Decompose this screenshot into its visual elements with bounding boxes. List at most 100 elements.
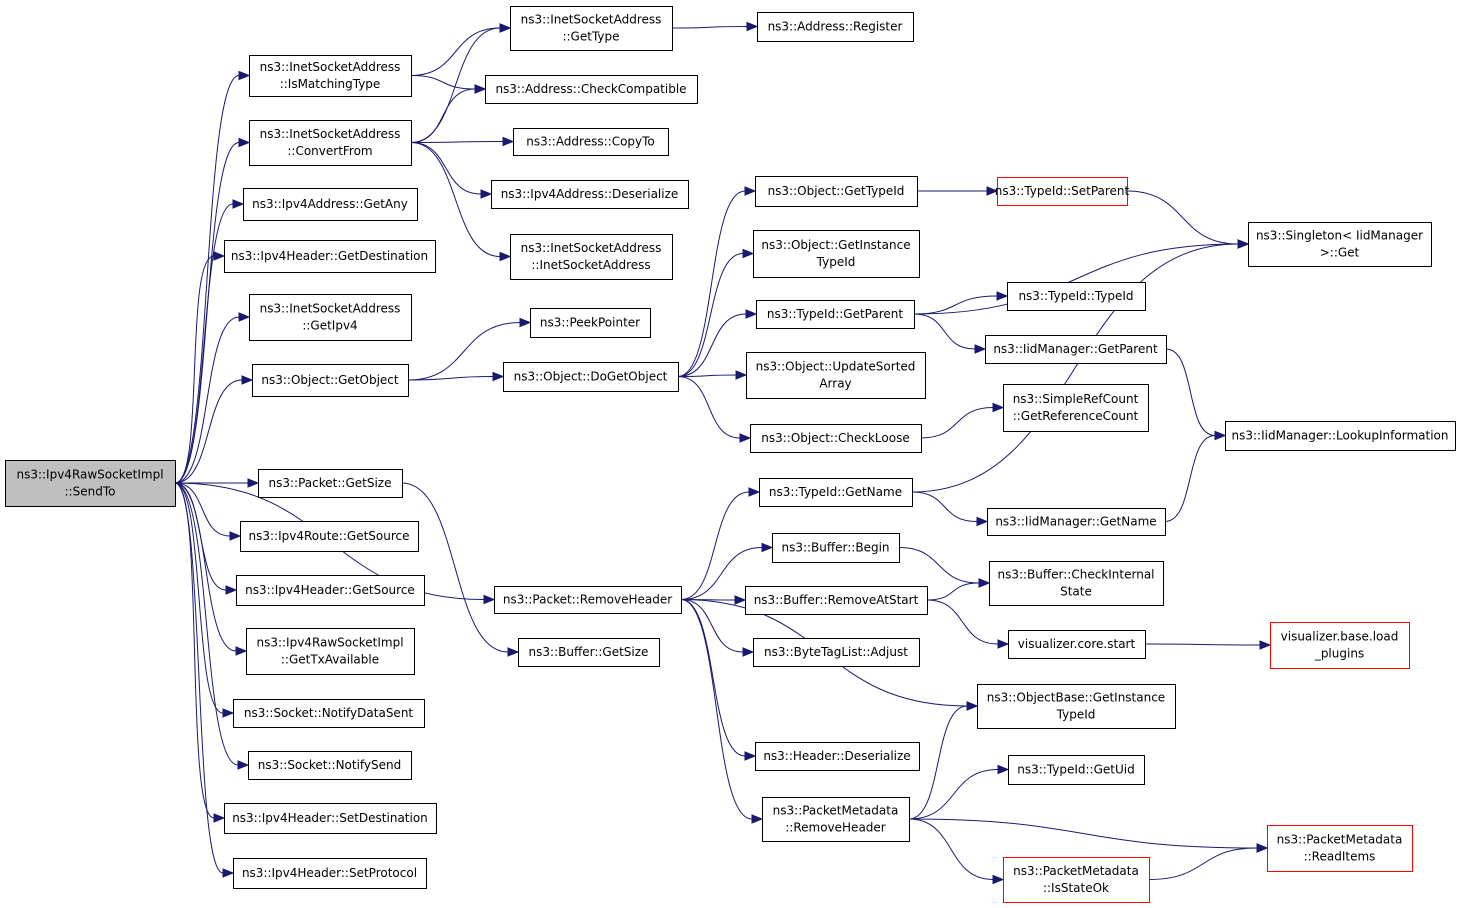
function-node-vizLoad[interactable]: visualizer.base.load_plugins — [1270, 622, 1410, 669]
function-node-routeGetSource[interactable]: ns3::Ipv4Route::GetSource — [240, 521, 419, 552]
function-node-typeGetParent[interactable]: ns3::TypeId::GetParent — [756, 300, 915, 329]
edge-line — [407, 376, 494, 381]
call-edge-convertFrom-to-inetCtor — [410, 142, 512, 262]
function-node-headerDeserialize[interactable]: ns3::Header::Deserialize — [755, 742, 920, 771]
function-node-getTxAvailable[interactable]: ns3::Ipv4RawSocketImpl::GetTxAvailable — [246, 628, 415, 675]
function-node-vizStart[interactable]: visualizer.core.start — [1008, 630, 1146, 659]
function-node-setParent[interactable]: ns3::TypeId::SetParent — [995, 177, 1130, 206]
node-box — [755, 742, 920, 771]
call-edge-typeGetName-to-iidGetName — [911, 491, 989, 527]
call-edge-typeGetParent-to-iidGetParent — [913, 313, 987, 354]
edge-arrowhead — [976, 516, 989, 527]
node-label-line: ns3::InetSocketAddress — [260, 302, 401, 316]
edge-arrowhead — [222, 868, 235, 878]
node-box — [755, 176, 918, 207]
function-node-notifySend[interactable]: ns3::Socket::NotifySend — [248, 751, 412, 780]
node-label-line: State — [1060, 585, 1092, 599]
function-node-checkCompatible[interactable]: ns3::Address::CheckCompatible — [485, 75, 698, 104]
node-box — [240, 521, 419, 552]
node-box — [246, 628, 415, 675]
function-node-setProtocol[interactable]: ns3::Ipv4Header::SetProtocol — [233, 858, 427, 889]
function-node-bufferBegin[interactable]: ns3::Buffer::Begin — [772, 533, 900, 563]
edge-arrowhead — [480, 189, 493, 199]
edge-line — [926, 599, 999, 645]
function-node-isMatchingType[interactable]: ns3::InetSocketAddress::IsMatchingType — [249, 55, 412, 97]
function-node-getAny[interactable]: ns3::Ipv4Address::GetAny — [243, 188, 418, 221]
function-node-removeHeader[interactable]: ns3::Packet::RemoveHeader — [494, 586, 682, 614]
edge-line — [407, 322, 521, 381]
function-node-getIpv4[interactable]: ns3::InetSocketAddress::GetIpv4 — [249, 294, 412, 341]
function-node-checkLoose[interactable]: ns3::Object::CheckLoose — [750, 424, 922, 453]
function-node-isStateOk[interactable]: ns3::PacketMetadata::IsStateOk — [1003, 857, 1150, 903]
function-node-copyTo[interactable]: ns3::Address::CopyTo — [513, 128, 669, 156]
call-edge-pmRemoveHeader-to-isStateOk — [908, 818, 1005, 885]
edge-arrowhead — [745, 309, 758, 319]
function-node-packetGetSize[interactable]: ns3::Packet::GetSize — [258, 469, 403, 498]
function-node-bufferGetSize[interactable]: ns3::Buffer::GetSize — [518, 638, 660, 667]
call-edge-pmRemoveHeader-to-getUid — [908, 764, 1010, 820]
node-label-line: ns3::Ipv4Header::GetDestination — [231, 249, 428, 263]
node-box — [249, 294, 412, 341]
function-node-getUid[interactable]: ns3::TypeId::GetUid — [1008, 755, 1145, 785]
node-label-line: ns3::Ipv4Header::GetSource — [245, 583, 415, 597]
call-edge-convertFrom-to-copyTo — [410, 136, 515, 147]
call-edge-doGetObject-to-typeGetParent — [677, 309, 758, 377]
node-label-line: ns3::InetSocketAddress — [521, 241, 662, 255]
function-node-refCount[interactable]: ns3::SimpleRefCount::GetReferenceCount — [1003, 384, 1149, 432]
edge-line — [908, 818, 994, 880]
edge-line — [913, 295, 998, 315]
node-box — [989, 561, 1164, 606]
function-node-singletonGet[interactable]: ns3::Singleton< IidManager>::Get — [1248, 222, 1432, 267]
function-node-iidGetName[interactable]: ns3::IidManager::GetName — [987, 508, 1166, 536]
function-node-deserializeAddr[interactable]: ns3::Ipv4Address::Deserialize — [491, 180, 689, 209]
call-edge-doGetObject-to-objGetTypeId — [677, 186, 757, 377]
edge-arrowhead — [1237, 239, 1250, 249]
function-node-root[interactable]: ns3::Ipv4RawSocketImpl::SendTo — [5, 460, 176, 507]
function-node-getDestination[interactable]: ns3::Ipv4Header::GetDestination — [224, 240, 436, 273]
function-node-peekPointer[interactable]: ns3::PeekPointer — [530, 308, 651, 338]
function-node-iidGetParent[interactable]: ns3::IidManager::GetParent — [985, 335, 1167, 364]
node-label-line: ::GetType — [562, 30, 619, 44]
function-node-doGetObject[interactable]: ns3::Object::DoGetObject — [503, 362, 679, 392]
node-box — [249, 120, 412, 166]
edge-arrowhead — [502, 136, 515, 147]
node-box — [762, 797, 910, 842]
function-node-readItems[interactable]: ns3::PacketMetadata::ReadItems — [1267, 825, 1413, 872]
edge-line — [410, 142, 501, 257]
edge-line — [174, 482, 239, 766]
node-box — [503, 362, 679, 392]
node-box — [746, 352, 926, 399]
edge-arrowhead — [751, 814, 764, 824]
edge-arrowhead — [213, 251, 226, 261]
node-box — [224, 803, 437, 834]
function-node-typeIdCtor[interactable]: ns3::TypeId::TypeId — [1007, 282, 1146, 311]
node-label-line: ns3::ByteTagList::Adjust — [764, 645, 908, 659]
function-node-getType[interactable]: ns3::InetSocketAddress::GetType — [510, 6, 673, 51]
function-node-notifyDataSent[interactable]: ns3::Socket::NotifyDataSent — [233, 699, 425, 728]
function-node-pmRemoveHeader[interactable]: ns3::PacketMetadata::RemoveHeader — [762, 797, 910, 842]
function-node-objGetTypeId[interactable]: ns3::Object::GetTypeId — [755, 176, 918, 207]
function-node-lookupInfo[interactable]: ns3::IidManager::LookupInformation — [1225, 421, 1456, 451]
edge-line — [680, 547, 763, 600]
node-box — [243, 188, 418, 221]
function-node-removeAtStart[interactable]: ns3::Buffer::RemoveAtStart — [745, 586, 928, 615]
function-node-typeGetName[interactable]: ns3::TypeId::GetName — [759, 478, 913, 507]
edge-arrowhead — [238, 137, 251, 148]
edge-arrowhead — [241, 375, 254, 385]
call-edge-getObject-to-peekPointer — [407, 317, 532, 381]
edge-line — [677, 253, 744, 377]
function-node-setDestination[interactable]: ns3::Ipv4Header::SetDestination — [224, 803, 437, 834]
node-label-line: visualizer.base.load — [1281, 630, 1399, 644]
function-node-inetCtor[interactable]: ns3::InetSocketAddress::InetSocketAddres… — [510, 234, 673, 280]
function-node-headerGetSource[interactable]: ns3::Ipv4Header::GetSource — [236, 575, 425, 606]
function-node-convertFrom[interactable]: ns3::InetSocketAddress::ConvertFrom — [249, 120, 412, 166]
function-node-getObject[interactable]: ns3::Object::GetObject — [252, 364, 409, 397]
node-label-line: ns3::ObjectBase::GetInstance — [987, 691, 1165, 705]
function-node-register[interactable]: ns3::Address::Register — [757, 12, 914, 42]
function-node-byteTagAdjust[interactable]: ns3::ByteTagList::Adjust — [753, 638, 920, 667]
